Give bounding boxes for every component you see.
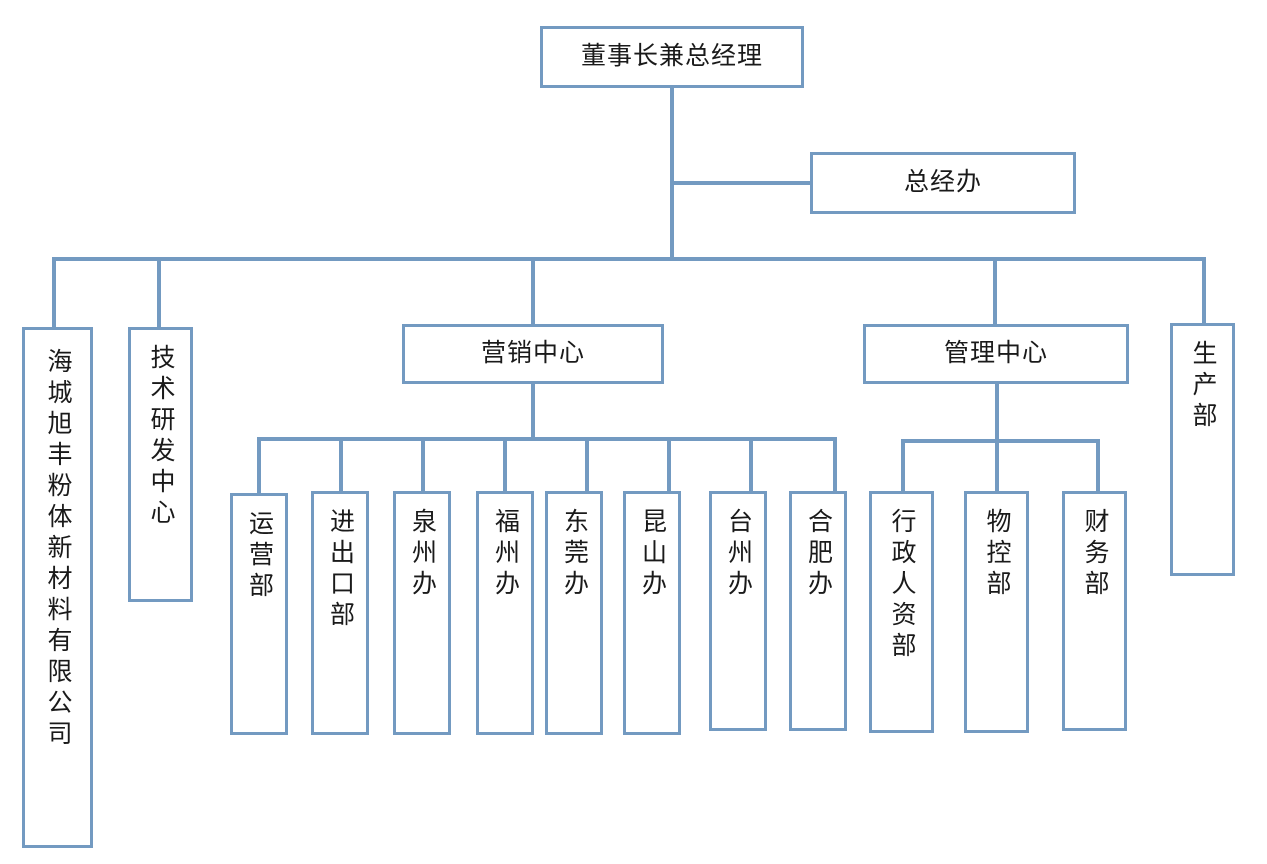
node-marketing-child[interactable]: 台州办	[709, 491, 767, 731]
node-management-child-label: 财务部	[1081, 508, 1108, 601]
connector-drop-management	[993, 257, 997, 324]
node-management-child[interactable]: 财务部	[1062, 491, 1127, 731]
node-management-child[interactable]: 物控部	[964, 491, 1029, 733]
node-management-child[interactable]: 行政人资部	[869, 491, 934, 733]
connector-marketing-bus	[257, 437, 837, 441]
connector-drop-production	[1202, 257, 1206, 323]
node-marketing-child-label: 进出口部	[326, 508, 354, 632]
node-marketing-child-label: 昆山办	[638, 508, 666, 601]
node-rnd-center-label: 技术研发中心	[147, 344, 174, 530]
node-chairman[interactable]: 董事长兼总经理	[540, 26, 804, 88]
connector-drop-marketing-child-8	[833, 437, 837, 494]
connector-drop-marketing	[531, 257, 535, 324]
connector-chairman-to-gm-office	[670, 181, 812, 185]
node-marketing-child[interactable]: 昆山办	[623, 491, 681, 735]
connector-drop-management-child-2	[995, 439, 999, 492]
node-marketing-child[interactable]: 东莞办	[545, 491, 603, 735]
node-management-child-label: 行政人资部	[888, 508, 915, 663]
connector-drop-management-child-3	[1096, 439, 1100, 492]
connector-drop-marketing-child-4	[503, 437, 507, 494]
node-marketing-child[interactable]: 泉州办	[393, 491, 451, 735]
connector-drop-marketing-child-5	[585, 437, 589, 494]
connector-chairman-trunk	[670, 88, 674, 260]
node-marketing-center-label: 营销中心	[480, 340, 585, 367]
node-chairman-label: 董事长兼总经理	[580, 43, 763, 70]
node-marketing-child-label: 泉州办	[408, 508, 436, 601]
connector-management-trunk	[995, 384, 999, 442]
node-company-label: 海城旭丰粉体新材料有限公司	[44, 348, 71, 751]
node-gm-office[interactable]: 总经办	[810, 152, 1076, 214]
node-marketing-child[interactable]: 进出口部	[311, 491, 369, 735]
node-marketing-child-label: 运营部	[245, 510, 273, 603]
node-marketing-child-label: 福州办	[491, 508, 519, 601]
node-management-center[interactable]: 管理中心	[863, 324, 1129, 384]
node-company[interactable]: 海城旭丰粉体新材料有限公司	[22, 327, 93, 848]
node-production-dept-label: 生产部	[1189, 340, 1216, 433]
node-management-child-label: 物控部	[983, 508, 1010, 601]
connector-drop-marketing-child-3	[421, 437, 425, 494]
connector-drop-marketing-child-2	[339, 437, 343, 494]
node-marketing-child-label: 东莞办	[560, 508, 588, 601]
connector-management-bus	[901, 439, 1100, 443]
node-production-dept[interactable]: 生产部	[1170, 323, 1235, 576]
node-marketing-child[interactable]: 运营部	[230, 493, 288, 735]
connector-marketing-trunk	[531, 384, 535, 440]
connector-main-bus	[52, 257, 1206, 261]
connector-drop-marketing-child-1	[257, 437, 261, 494]
node-marketing-child-label: 台州办	[724, 508, 752, 601]
connector-drop-management-child-1	[901, 439, 905, 492]
connector-drop-marketing-child-7	[749, 437, 753, 494]
node-marketing-child[interactable]: 福州办	[476, 491, 534, 735]
node-rnd-center[interactable]: 技术研发中心	[128, 327, 193, 602]
connector-drop-company	[52, 257, 56, 328]
node-management-center-label: 管理中心	[943, 340, 1048, 367]
connector-drop-rnd	[157, 257, 161, 328]
node-gm-office-label: 总经办	[903, 169, 982, 196]
node-marketing-child[interactable]: 合肥办	[789, 491, 847, 731]
node-marketing-child-label: 合肥办	[804, 508, 832, 601]
connector-drop-marketing-child-6	[667, 437, 671, 494]
node-marketing-center[interactable]: 营销中心	[402, 324, 664, 384]
